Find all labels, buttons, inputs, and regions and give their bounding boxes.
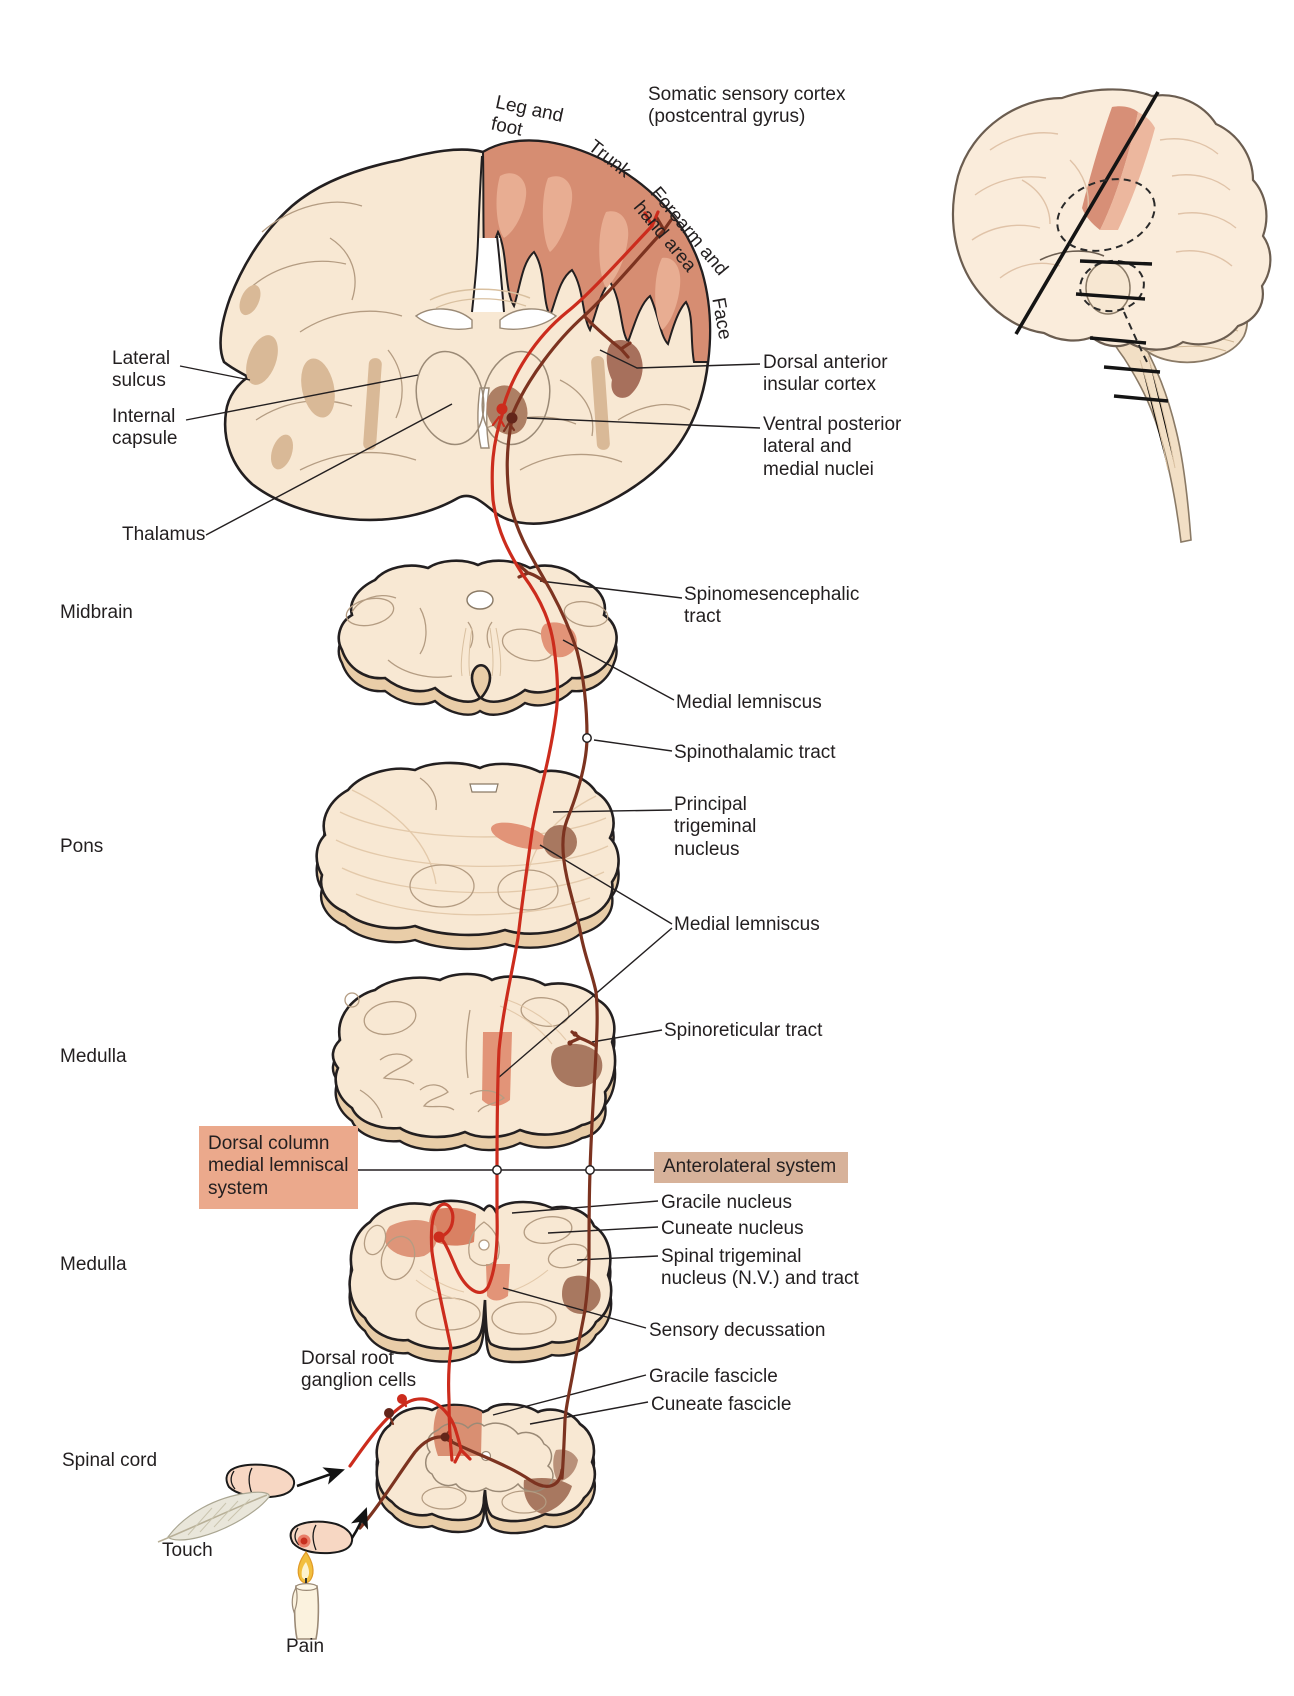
anterolateral-system-box: Anterolateral system [654, 1152, 849, 1184]
label-spinothalamic-tract: Spinothalamic tract [674, 742, 836, 763]
feather-icon [157, 1491, 270, 1543]
anterolateral-fiber [358, 216, 673, 1530]
label-spinal-cord: Spinal cord [62, 1450, 158, 1471]
label-thalamus: Thalamus [122, 524, 206, 545]
label-spinomesencephalic-tract: Spinomesencephalic tract [684, 584, 860, 628]
pain-finger-icon [289, 1520, 354, 1555]
label-ventral-posterior-nuclei: Ventral posterior lateral and medial nuc… [763, 414, 902, 480]
label-touch: Touch [162, 1540, 213, 1561]
label-gracile-fascicle: Gracile fascicle [649, 1366, 778, 1387]
spinal-cord-section [375, 1402, 597, 1535]
label-cuneate-fascicle: Cuneate fascicle [651, 1394, 792, 1415]
touch-finger-icon [225, 1463, 296, 1499]
label-pain: Pain [286, 1636, 325, 1657]
label-principal-trigeminal-nucleus: Principal trigeminal nucleus [674, 794, 757, 860]
label-gracile-nucleus: Gracile nucleus [661, 1192, 792, 1213]
label-pons: Pons [60, 836, 104, 857]
medulla-upper-section [331, 972, 617, 1152]
leader-lines [179, 349, 761, 1425]
label-medulla-upper: Medulla [60, 1046, 127, 1067]
label-lateral-sulcus: Lateral sulcus [112, 348, 171, 392]
label-internal-capsule: Internal capsule [112, 406, 178, 450]
label-medial-lemniscus-pons: Medial lemniscus [674, 914, 820, 935]
label-medulla-lower: Medulla [60, 1254, 127, 1275]
dcml-system-box: Dorsal column medial lemniscal system [199, 1126, 359, 1210]
label-sensory-decussation: Sensory decussation [649, 1320, 826, 1341]
coronal-brain-section [219, 139, 712, 525]
stimulus-arrows [296, 1467, 369, 1539]
medulla-lower-section [348, 1199, 613, 1364]
candle-icon [291, 1550, 320, 1640]
label-spinal-trigeminal-nucleus: Spinal trigeminal nucleus (N.V.) and tra… [661, 1246, 859, 1290]
pons-section [315, 761, 620, 951]
label-medial-lemniscus-midbrain: Medial lemniscus [676, 692, 822, 713]
dcml-fiber [348, 210, 660, 1468]
label-dorsal-anterior-insular-cortex: Dorsal anterior insular cortex [763, 352, 888, 396]
label-spinoreticular-tract: Spinoreticular tract [664, 1020, 823, 1041]
midbrain-section [337, 559, 618, 716]
brain-inset [951, 88, 1272, 543]
label-dorsal-root-ganglion-cells: Dorsal root ganglion cells [301, 1348, 417, 1392]
label-cuneate-nucleus: Cuneate nucleus [661, 1218, 804, 1239]
synapse-dots [384, 403, 595, 1442]
label-somatic-sensory-cortex: Somatic sensory cortex (postcentral gyru… [648, 84, 846, 128]
label-midbrain: Midbrain [60, 602, 133, 623]
